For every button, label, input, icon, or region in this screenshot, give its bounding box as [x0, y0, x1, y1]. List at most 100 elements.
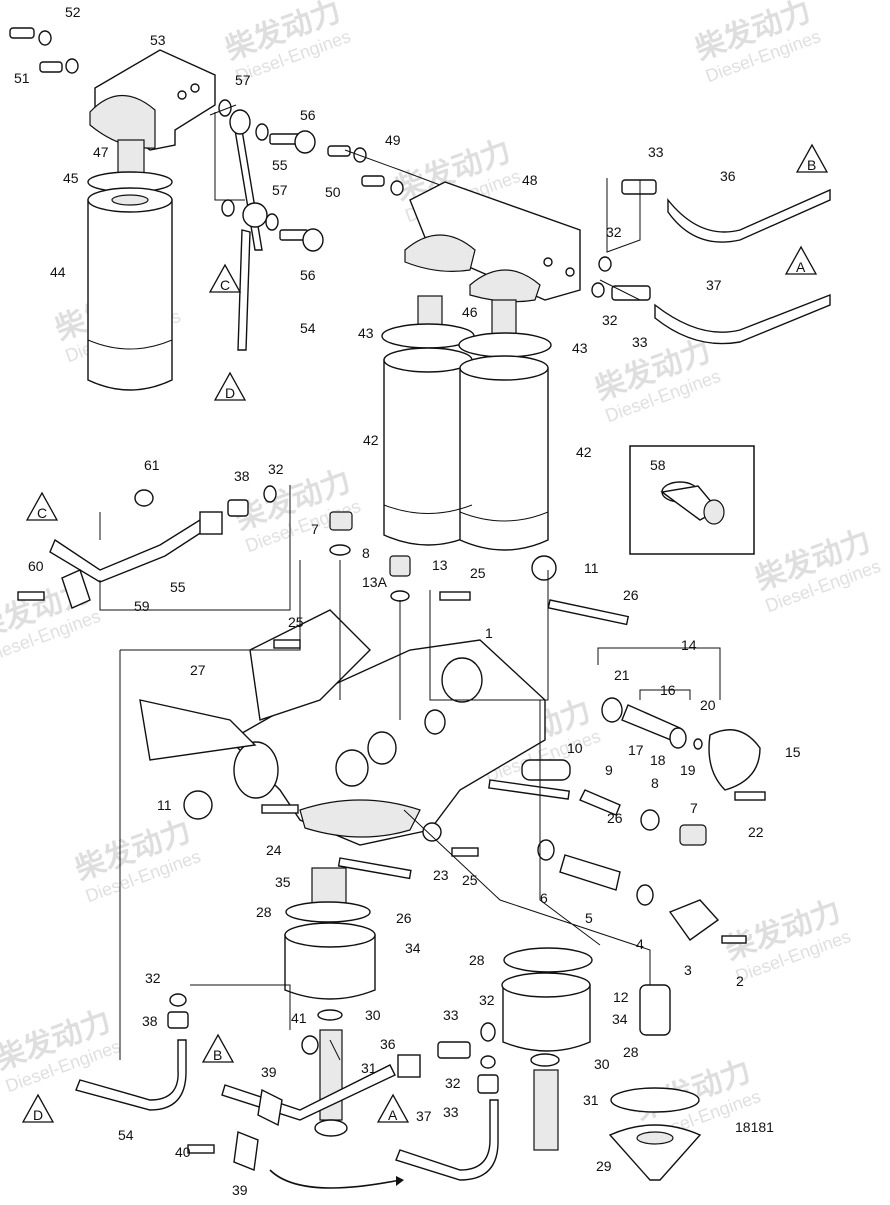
leader	[214, 112, 245, 201]
part-number-48: 48	[522, 172, 538, 188]
reference-triangle	[201, 1033, 235, 1063]
bolt-25	[451, 847, 479, 857]
housing-port	[335, 749, 369, 787]
part-number-31: 31	[361, 1060, 377, 1076]
part-number-37: 37	[416, 1108, 432, 1124]
part-number-19: 19	[680, 762, 696, 778]
bolt-26	[547, 599, 630, 626]
plug-screw	[361, 175, 385, 187]
reference-triangle	[376, 1093, 410, 1123]
bracket-dome	[469, 269, 541, 303]
oil-filter-housing	[119, 511, 630, 1060]
route-arrowhead	[396, 1176, 404, 1186]
union-nut	[397, 1054, 421, 1078]
washer-8	[640, 809, 660, 831]
part-number-33: 33	[443, 1104, 459, 1120]
bolt-24	[261, 804, 299, 814]
washer	[218, 99, 232, 117]
o-ring-6	[537, 839, 555, 861]
part-number-labels: 5251535756474555575644544950483336323746…	[14, 4, 801, 1198]
part-number-32: 32	[268, 461, 284, 477]
part-number-36: 36	[720, 168, 736, 184]
part-number-32: 32	[145, 970, 161, 986]
washer-8	[329, 544, 351, 556]
part-number-37: 37	[706, 277, 722, 293]
part-number-23: 23	[433, 867, 449, 883]
oil-hose-36	[667, 188, 831, 243]
part-number-47: 47	[93, 144, 109, 160]
washer-13a	[390, 590, 410, 602]
part-number-26: 26	[396, 910, 412, 926]
leader	[99, 485, 291, 611]
part-number-32: 32	[602, 312, 618, 328]
part-number-30: 30	[594, 1056, 610, 1072]
part-number-49: 49	[385, 132, 401, 148]
part-number-11: 11	[584, 560, 599, 576]
part-number-39: 39	[261, 1064, 277, 1080]
part-number-33: 33	[443, 1007, 459, 1023]
o-ring-28	[610, 1087, 700, 1113]
reference-letter: C	[220, 277, 230, 293]
filter-top	[383, 347, 473, 373]
spring-9	[579, 789, 621, 816]
sealing-washer	[390, 180, 404, 196]
o-ring-28	[503, 947, 593, 973]
oil-filter	[383, 359, 473, 546]
part-number-13a: 13A	[362, 574, 388, 590]
valve-10	[521, 759, 571, 781]
reference-triangle	[21, 1093, 55, 1123]
bolt-26	[488, 779, 571, 800]
part-number-1: 1	[485, 625, 493, 641]
cover-3	[668, 899, 720, 941]
adapter-38	[167, 1011, 189, 1029]
o-ring-4	[636, 884, 654, 906]
clamp-39	[257, 1088, 283, 1127]
part-number-33: 33	[648, 144, 664, 160]
part-number-13: 13	[432, 557, 448, 573]
part-number-7: 7	[690, 800, 698, 816]
leader	[606, 178, 641, 253]
reference-letter: A	[388, 1107, 398, 1123]
part-number-39: 39	[232, 1182, 248, 1198]
part-number-3: 3	[684, 962, 692, 978]
reference-letter: A	[796, 259, 806, 275]
reference-marker-c: C	[208, 263, 242, 293]
nut	[314, 1119, 348, 1137]
bolt-26	[337, 857, 412, 880]
valve-piston	[669, 727, 687, 749]
bracket-bore	[543, 257, 553, 267]
part-number-43: 43	[572, 340, 588, 356]
part-number-2: 2	[736, 973, 744, 989]
leader	[599, 279, 641, 301]
double-filter-assembly	[327, 145, 831, 551]
washer-32	[169, 993, 187, 1007]
reference-marker-d: D	[213, 371, 247, 401]
part-number-5: 5	[585, 910, 593, 926]
reference-triangle	[795, 143, 829, 173]
part-number-21: 21	[614, 667, 630, 683]
part-number-32: 32	[445, 1075, 461, 1091]
reference-marker-a: A	[376, 1093, 410, 1123]
adapter-top	[501, 972, 591, 998]
screw-2	[721, 935, 747, 944]
part-number-22: 22	[748, 824, 764, 840]
reference-triangle	[784, 245, 818, 275]
part-number-25: 25	[462, 872, 478, 888]
part-number-43: 43	[358, 325, 374, 341]
oil-filter	[459, 367, 549, 551]
washer	[255, 123, 269, 141]
part-number-29: 29	[596, 1158, 612, 1174]
washer-30	[317, 1009, 343, 1021]
reference-marker-d: D	[21, 1093, 55, 1123]
part-number-14: 14	[681, 637, 697, 653]
part-number-53: 53	[150, 32, 166, 48]
housing-port	[441, 657, 483, 703]
filter-band	[87, 339, 173, 350]
part-number-36: 36	[380, 1036, 396, 1052]
banjo-fitting	[242, 202, 268, 228]
adapter-38	[227, 499, 249, 517]
part-number-56: 56	[300, 107, 316, 123]
part-number-11: 11	[157, 797, 172, 813]
part-number-61: 61	[144, 457, 160, 473]
o-ring-28	[285, 901, 371, 923]
